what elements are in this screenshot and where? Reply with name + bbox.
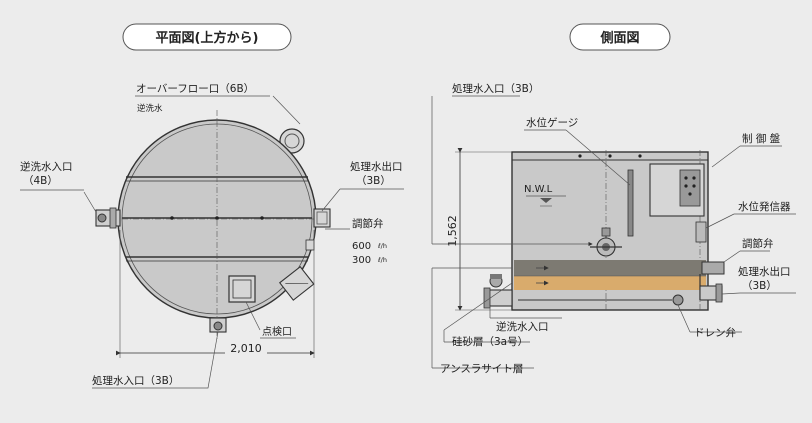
- side-control-valve: [701, 261, 725, 275]
- side-treated-outlet-size: （3B）: [742, 280, 777, 292]
- plan-backwash-inlet-label: 逆洗水入口: [20, 160, 73, 173]
- plan-backwash-sub-label: 逆洗水: [137, 103, 163, 114]
- side-level-gauge-label: 水位ゲージ: [526, 116, 578, 129]
- plan-treated-outlet-label: 処理水出口: [350, 160, 403, 173]
- side-anthracite-layer-label: アンスラサイト層: [440, 363, 523, 375]
- drain-valve: [672, 294, 684, 306]
- plan-treated-outlet-size: （3B）: [356, 175, 391, 187]
- side-height: 1,562: [446, 215, 459, 247]
- side-treated-outlet-label: 処理水出口: [738, 265, 791, 278]
- side-control-valve-label: 調節弁: [742, 237, 774, 250]
- side-nwl-label: N.W.L: [524, 184, 553, 195]
- side-drain-valve-label: ドレン弁: [694, 326, 736, 339]
- level-gauge: [627, 169, 634, 237]
- side-view: N.W.L: [431, 82, 796, 375]
- plan-treated-outlet: [305, 208, 331, 251]
- side-level-transmitter-label: 水位発信器: [738, 200, 791, 213]
- plan-treated-inlet: [209, 317, 227, 333]
- level-transmitter: [695, 221, 707, 243]
- plan-flow-low: 300: [352, 255, 371, 266]
- plan-flow-high: 600: [352, 241, 371, 252]
- side-control-panel-label: 制 御 盤: [742, 132, 781, 145]
- side-title-pill: [569, 23, 671, 51]
- silica-layer: [514, 276, 706, 290]
- plan-flow-unit-low: ℓ/h: [378, 256, 387, 264]
- outlet-box: [278, 265, 315, 301]
- side-silica-layer-label: 硅砂層（3a号）: [452, 335, 528, 348]
- plan-backwash-inlet-valve: [95, 207, 121, 229]
- plan-width: 2,010: [230, 342, 262, 355]
- plan-view: 2,010 オーバーフロー口（6B） 逆洗水 逆洗水入口 （4B） 処理水出口 …: [20, 83, 404, 389]
- plan-treated-inlet-label: 処理水入口（3B）: [92, 374, 179, 387]
- anthracite-layer: [514, 260, 706, 276]
- side-treated-inlet-valve: [489, 274, 503, 288]
- side-backwash-inlet-valve: [483, 287, 513, 309]
- plan-title: 平面図(上方から): [156, 30, 259, 46]
- side-title: 側面図: [599, 30, 639, 46]
- plan-control-valve-label: 調節弁: [352, 217, 384, 230]
- plan-overflow-label: オーバーフロー口（6B）: [136, 83, 254, 95]
- plan-inspection-label: 点検口: [262, 325, 292, 338]
- side-treated-inlet-label: 処理水入口（3B）: [452, 82, 539, 95]
- plan-title-pill: [122, 23, 292, 51]
- overflow-nozzle: [279, 128, 305, 154]
- plan-flow-unit-high: ℓ/h: [378, 242, 387, 250]
- side-backwash-inlet-label: 逆洗水入口: [496, 320, 549, 333]
- plan-backwash-inlet-size: （4B）: [23, 175, 58, 187]
